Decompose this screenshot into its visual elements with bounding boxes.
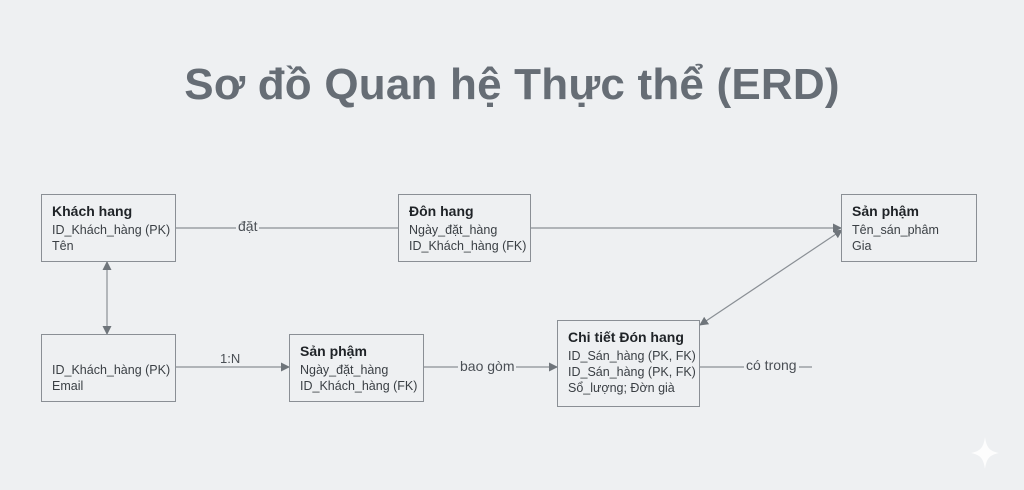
entity-khach-hang: Khách hang ID_Khách_hàng (PK) Tên [41,194,176,262]
entity-attribute: Tên_sán_phâm [852,223,939,237]
sparkle-icon [971,437,999,469]
entity-attribute: ID_Khách_hàng (PK) [52,363,171,377]
entity-name: Khách hang [52,203,133,219]
entity-attribute: Gia [852,239,872,253]
entity-attribute: ID_Khách_hàng (FK) [300,379,418,393]
entity-attribute: Tên [52,239,74,253]
entity-name: Sản phậm [852,203,919,219]
entity-chi-tiet-don-hang: Chi tiết Đón hang ID_Sán_hàng (PK, FK) I… [557,320,700,407]
entity-attribute: Sổ_lượng; Đờn già [568,381,675,395]
entity-attribute: ID_Sán_hàng (PK, FK) [568,349,696,363]
entity-name: Chi tiết Đón hang [568,329,684,345]
entity-attribute: Ngày_đặt_hàng [300,363,389,377]
entity-attribute: ID_Khách_hàng (FK) [409,239,527,253]
entity-san-pham-top: Sản phậm Tên_sán_phâm Gia [841,194,977,262]
entity-name: Sản phậm [300,343,367,359]
entity-don-hang: Đôn hang Ngày_đặt_hàng ID_Khách_hàng (FK… [398,194,531,262]
relationship-label-dat: đặt [236,218,260,234]
entity-khach-hang-detail: ID_Khách_hàng (PK) Email [41,334,176,402]
entity-san-pham-mid: Sản phậm Ngày_đặt_hàng ID_Khách_hàng (FK… [289,334,424,402]
link-sanpham-chitiet-diagonal [699,229,843,326]
entity-name: Đôn hang [409,203,474,219]
relationship-label-co-trong: có trong [744,357,799,373]
diagram-title: Sơ đồ Quan hệ Thực thể (ERD) [184,60,840,109]
relationship-label-bao-gom: bao gòm [458,358,517,374]
entity-attribute: Email [52,379,84,393]
entity-attribute: ID_Sán_hàng (PK, FK) [568,365,696,379]
relationship-label-cardinality: 1:N [218,351,243,366]
entity-attribute: ID_Khách_hàng (PK) [52,223,171,237]
entity-attribute: Ngày_đặt_hàng [409,223,498,237]
